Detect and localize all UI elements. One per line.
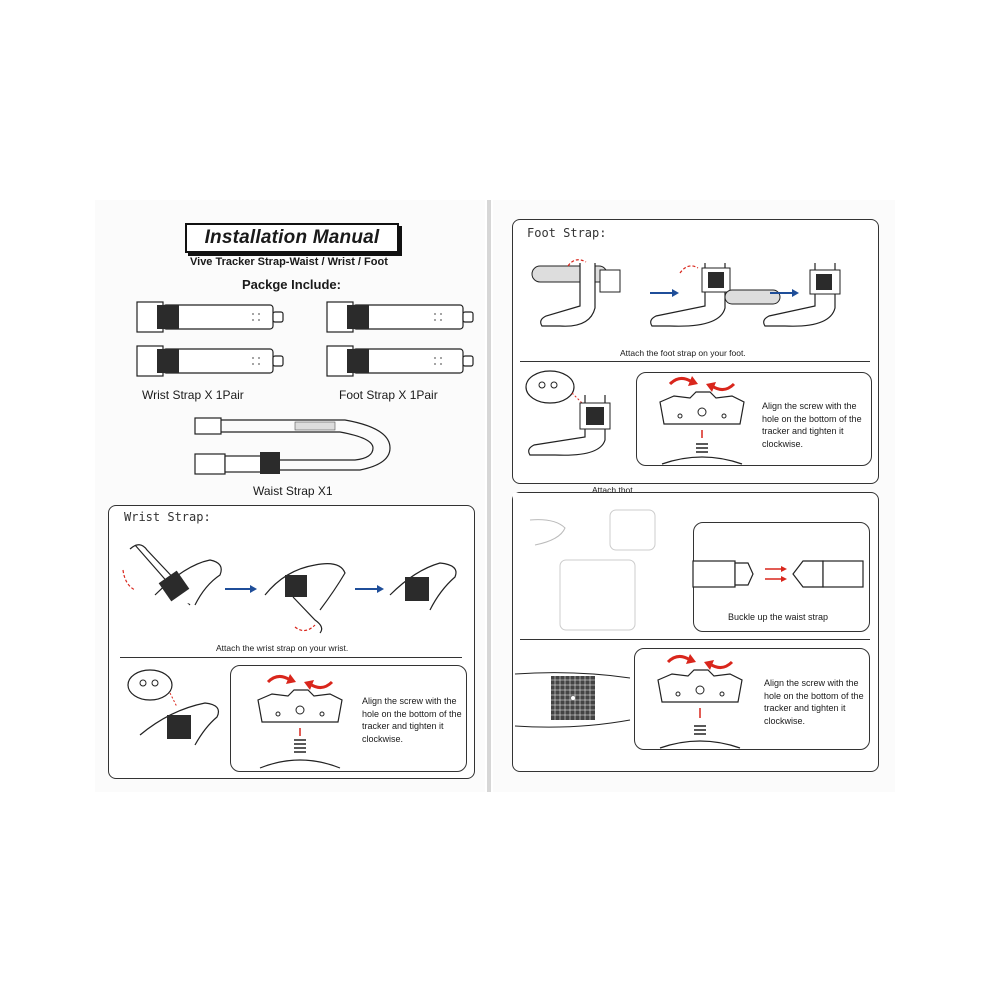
wrist-steps-illustration	[122, 544, 457, 634]
wrist-tracker-mount-illustration	[127, 669, 220, 746]
waist-tracker-mount-illustration	[514, 672, 631, 728]
erased-region	[513, 493, 663, 643]
wrist-panel-title: Wrist Strap:	[124, 510, 211, 524]
attach-label: Attach thot.	[592, 485, 635, 495]
wrist-screw-note: Align the screw with the hole on the bot…	[362, 696, 462, 744]
buckle-caption: Buckle up the waist strap	[728, 612, 829, 622]
page-divider	[487, 200, 491, 792]
package-heading: Packge Include:	[242, 277, 341, 292]
wrist-strap-illustration	[136, 301, 284, 377]
wrist-strap-count: Wrist Strap X 1Pair	[142, 388, 244, 402]
foot-strap-illustration	[326, 301, 474, 377]
faded-waist-illustration	[529, 509, 656, 631]
waist-screw-note: Align the screw with the hole on the bot…	[764, 678, 864, 726]
buckle-illustration	[692, 560, 864, 588]
foot-tracker-base-illustration	[659, 376, 745, 465]
wrist-caption: Attach the wrist strap on your wrist.	[216, 643, 349, 653]
foot-screw-note: Align the screw with the hole on the bot…	[762, 401, 862, 449]
wrist-panel-rule	[120, 657, 462, 658]
foot-steps-illustration	[531, 259, 841, 327]
wrist-tracker-base-illustration	[257, 674, 343, 769]
foot-panel-rule	[520, 361, 870, 362]
manual-subtitle: Vive Tracker Strap-Waist / Wrist / Foot	[190, 256, 388, 268]
foot-caption: Attach the foot strap on your foot.	[620, 348, 746, 358]
manual-title-box: Installation Manual	[185, 223, 399, 253]
waist-panel-rule	[520, 639, 870, 640]
waist-tracker-base-illustration	[657, 654, 743, 749]
foot-strap-count: Foot Strap X 1Pair	[339, 388, 438, 402]
waist-strap-count: Waist Strap X1	[253, 484, 333, 498]
foot-panel-title: Foot Strap:	[527, 226, 607, 240]
manual-title: Installation Manual	[204, 227, 380, 248]
waist-strap-illustration	[194, 417, 391, 475]
foot-tracker-mount-illustration	[525, 370, 611, 456]
